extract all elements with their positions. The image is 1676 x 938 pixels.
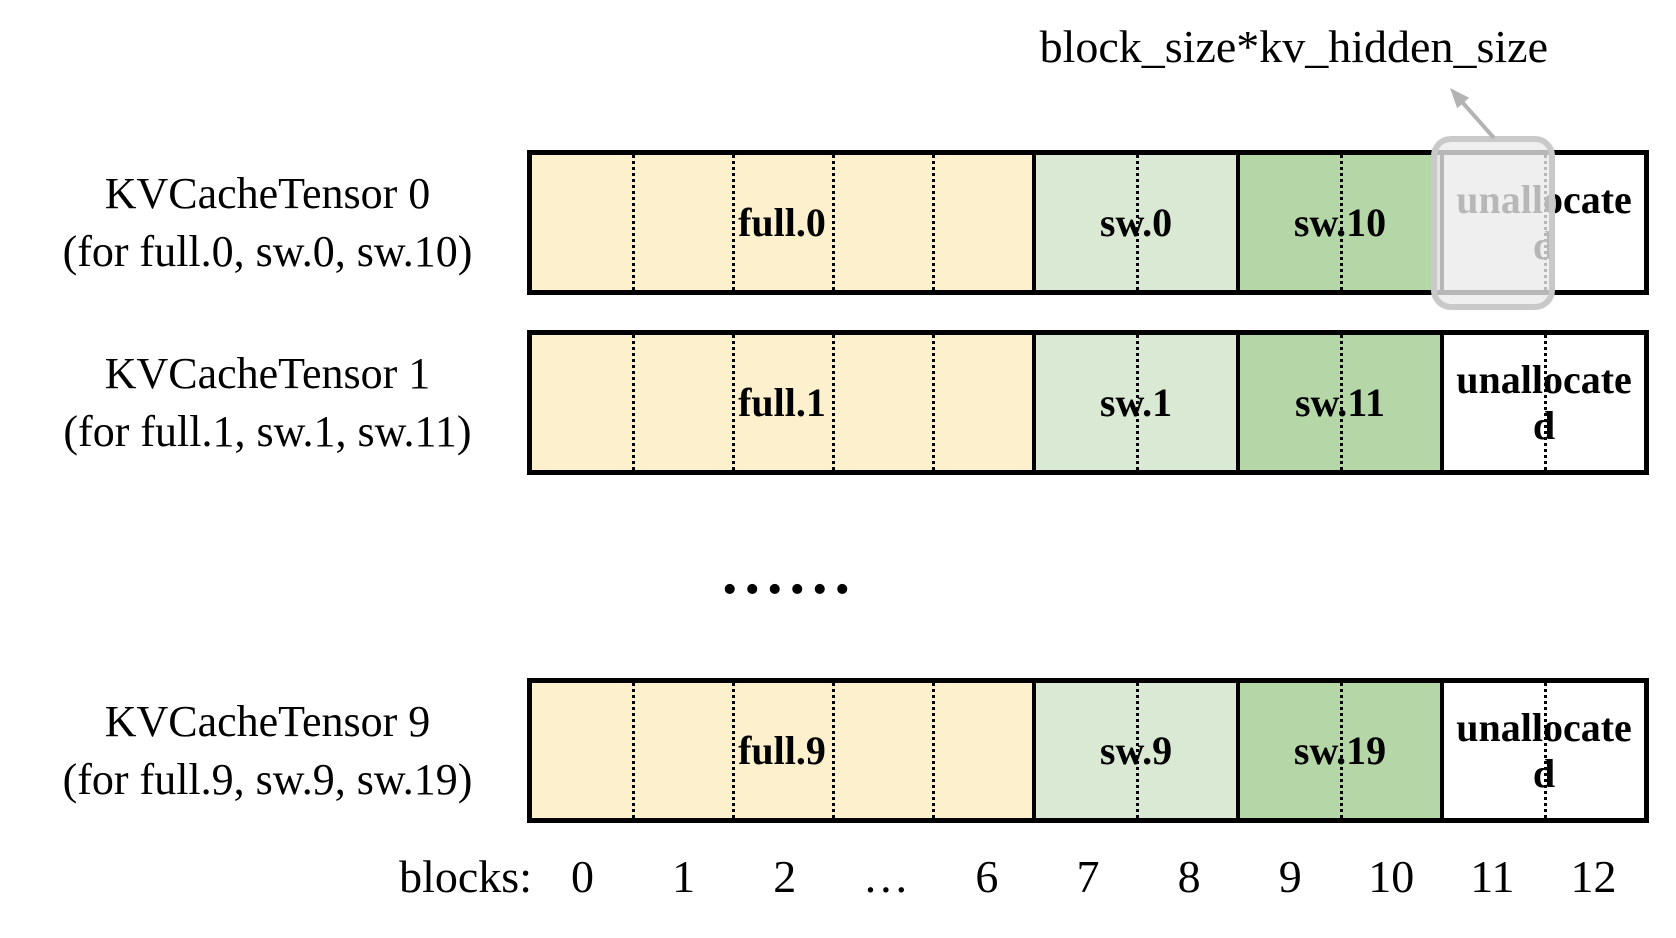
segment-sw-even: sw.1 [1032, 335, 1236, 470]
block-divider-dotted [832, 683, 835, 818]
row-subtitle: (for full.9, sw.9, sw.19) [62, 754, 473, 804]
segment-unallocated: unallocated [1440, 335, 1644, 470]
kv-row-0: KVCacheTensor 0 (for full.0, sw.0, sw.10… [0, 150, 1676, 295]
block-divider-dotted [732, 683, 735, 818]
block-divider-dotted [632, 335, 635, 470]
block-divider-dotted [932, 335, 935, 470]
segment-label: sw.1 [1099, 380, 1173, 425]
segment-label: sw.0 [1099, 200, 1173, 245]
segment-label: sw.10 [1293, 200, 1387, 245]
segment-label: sw.9 [1099, 728, 1173, 773]
annotation-arrow-icon [1450, 88, 1496, 140]
row-title: KVCacheTensor 9 [104, 697, 431, 747]
block-divider-dotted [732, 335, 735, 470]
block-divider-dotted [732, 155, 735, 290]
row-label: KVCacheTensor 1 (for full.1, sw.1, sw.11… [15, 330, 520, 475]
segment-sw-even: sw.9 [1032, 683, 1236, 818]
segment-label: full.9 [738, 728, 826, 773]
block-divider-dotted [1136, 683, 1139, 818]
blocks-axis-ticks: 0 1 2 … 6 7 8 9 10 11 12 [532, 850, 1644, 903]
segment-full: full.0 [532, 155, 1032, 290]
segment-sw-even: sw.0 [1032, 155, 1236, 290]
block-divider-dotted [1136, 335, 1139, 470]
block-divider-dotted [632, 155, 635, 290]
kv-row-1: KVCacheTensor 1 (for full.1, sw.1, sw.11… [0, 330, 1676, 475]
segment-label: sw.11 [1294, 380, 1386, 425]
kv-row-9: KVCacheTensor 9 (for full.9, sw.9, sw.19… [0, 678, 1676, 823]
row-title: KVCacheTensor 1 [104, 349, 431, 399]
axis-tick: 10 [1368, 851, 1415, 902]
row-title: KVCacheTensor 0 [104, 169, 431, 219]
block-divider-dotted [1544, 683, 1547, 818]
size-annotation: block_size*kv_hidden_size [1039, 21, 1548, 72]
segment-label: full.0 [738, 200, 826, 245]
segment-full: full.9 [532, 683, 1032, 818]
segment-sw-odd: sw.19 [1236, 683, 1440, 818]
row-label: KVCacheTensor 9 (for full.9, sw.9, sw.19… [15, 678, 520, 823]
segment-unallocated: unallocated [1440, 683, 1644, 818]
kv-cache-bar: full.1 sw.1 sw.11 unallocated [527, 330, 1649, 475]
kv-cache-bar: full.9 sw.9 sw.19 unallocated [527, 678, 1649, 823]
blocks-axis-label: blocks: [399, 851, 532, 902]
block-divider-dotted [1340, 155, 1343, 290]
block-divider-dotted [1340, 335, 1343, 470]
segment-sw-odd: sw.11 [1236, 335, 1440, 470]
axis-tick: 12 [1570, 851, 1617, 902]
segment-label: sw.19 [1293, 728, 1387, 773]
kv-cache-bar: full.0 sw.0 sw.10 unallocated [527, 150, 1649, 295]
axis-tick: 2 [773, 851, 797, 902]
segment-full: full.1 [532, 335, 1032, 470]
axis-tick: 9 [1278, 851, 1302, 902]
segment-label: full.1 [738, 380, 826, 425]
block-divider-dotted [932, 683, 935, 818]
axis-tick: 0 [571, 851, 595, 902]
axis-tick: 7 [1076, 851, 1100, 902]
block-divider-dotted [832, 155, 835, 290]
axis-tick: 8 [1177, 851, 1201, 902]
segment-label: unallocated [1456, 356, 1632, 448]
block-divider-dotted [1136, 155, 1139, 290]
block-divider-dotted [632, 683, 635, 818]
axis-tick: 1 [672, 851, 696, 902]
axis-tick: 11 [1470, 851, 1515, 902]
rows-ellipsis: ...... [722, 539, 857, 607]
block-divider-dotted [1340, 683, 1343, 818]
block-divider-dotted [932, 155, 935, 290]
row-label: KVCacheTensor 0 (for full.0, sw.0, sw.10… [15, 150, 520, 295]
axis-tick: … [862, 851, 909, 902]
block-divider-dotted [832, 335, 835, 470]
row-subtitle: (for full.0, sw.0, sw.10) [62, 226, 473, 276]
highlight-box-block-size [1431, 136, 1555, 310]
axis-tick: 6 [975, 851, 999, 902]
segment-sw-odd: sw.10 [1236, 155, 1440, 290]
block-divider-dotted [1544, 335, 1547, 470]
row-subtitle: (for full.1, sw.1, sw.11) [63, 406, 472, 456]
segment-label: unallocated [1456, 704, 1632, 796]
